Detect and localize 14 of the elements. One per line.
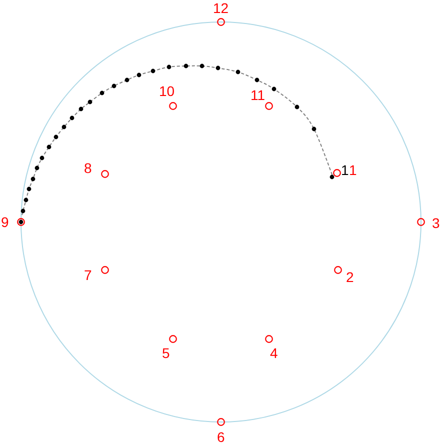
hour-label: 4 xyxy=(270,346,278,360)
hour-label: 10 xyxy=(159,84,175,98)
hour-label: 8 xyxy=(84,161,92,175)
hour-label: 1 xyxy=(349,163,357,177)
hour-label: 9 xyxy=(1,215,9,229)
hour-label: 2 xyxy=(346,270,354,284)
dashed-line xyxy=(22,65,334,216)
end-label: 1 xyxy=(341,163,349,177)
hour-label: 7 xyxy=(84,268,92,282)
hour-label: 6 xyxy=(217,430,225,444)
hour-label: 5 xyxy=(162,346,170,360)
hour-label: 11 xyxy=(250,88,266,102)
hour-label: 3 xyxy=(432,216,440,230)
hour-label: 12 xyxy=(213,1,229,15)
